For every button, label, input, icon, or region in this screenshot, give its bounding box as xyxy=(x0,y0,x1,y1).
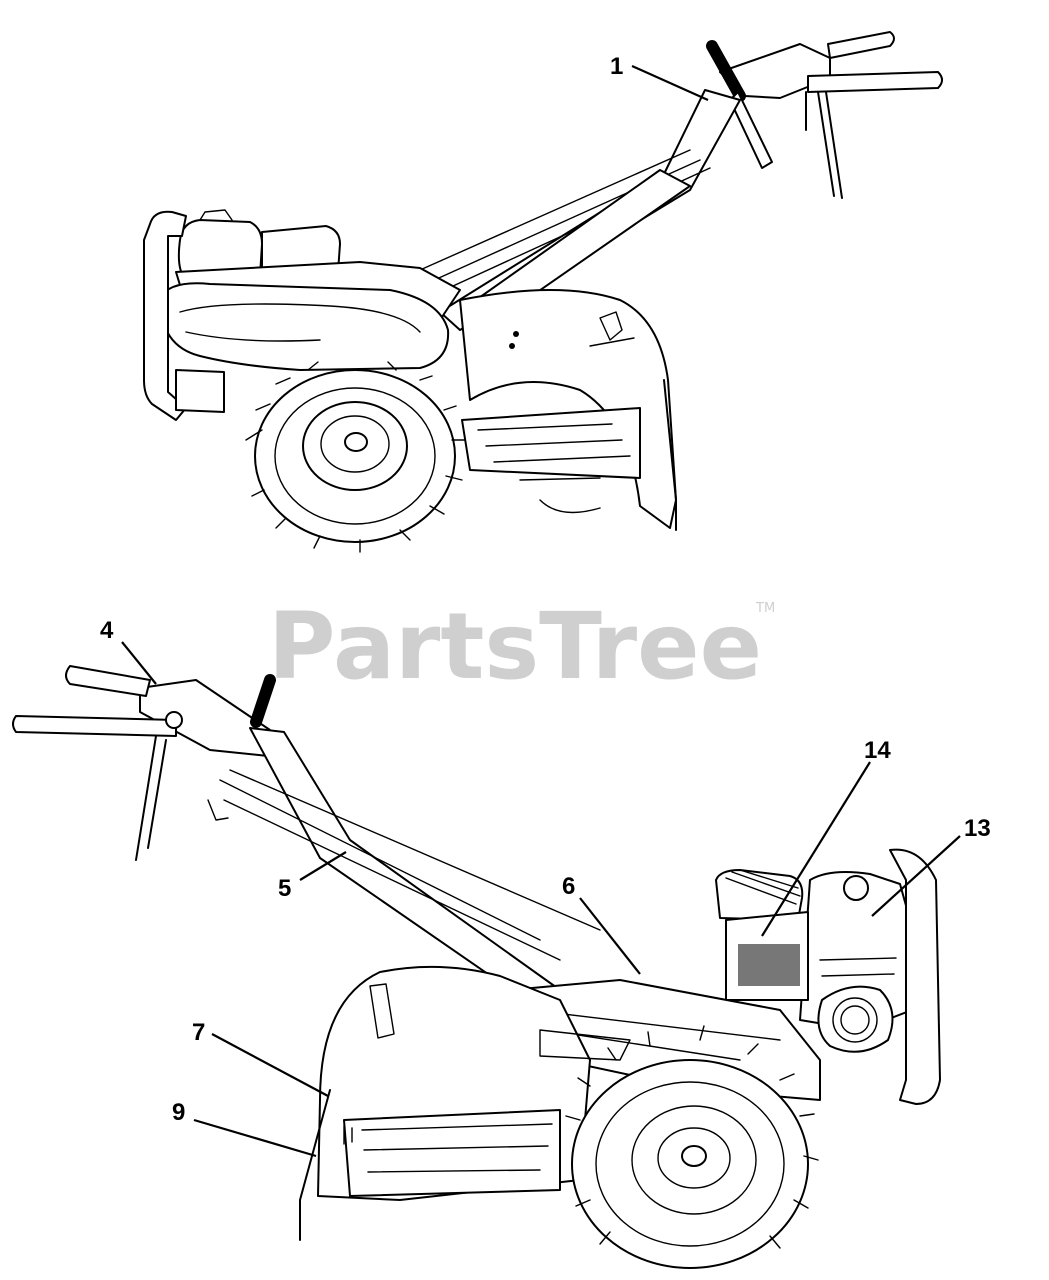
callout-13[interactable]: 13 xyxy=(871,815,991,917)
front-bumper-lower xyxy=(889,848,941,1105)
callout-9[interactable]: 9 xyxy=(172,1099,317,1158)
callout-6-leader xyxy=(579,897,641,975)
callout-7[interactable]: 7 xyxy=(192,1019,329,1097)
callout-5[interactable]: 5 xyxy=(278,851,347,902)
callout-13-label: 13 xyxy=(964,815,991,842)
tiller-top-drawing xyxy=(143,31,943,553)
engine-shroud xyxy=(799,871,913,1031)
callout-6-label: 6 xyxy=(562,873,575,900)
shift-knob xyxy=(706,40,746,102)
tine-hood xyxy=(459,289,677,529)
wheel-hub-lower xyxy=(681,1145,707,1167)
tine-shield-lower xyxy=(343,1109,561,1197)
callout-4-label: 4 xyxy=(100,617,114,644)
handlebar-crossbar-lower xyxy=(139,679,271,757)
wheel-hub xyxy=(344,432,368,452)
callout-5-leader xyxy=(299,851,347,881)
callout-1[interactable]: 1 xyxy=(610,53,709,102)
bumper-bracket xyxy=(175,369,225,413)
callout-6[interactable]: 6 xyxy=(562,873,641,975)
callout-14[interactable]: 14 xyxy=(761,737,891,937)
engine-air-cleaner-lower xyxy=(715,869,804,921)
watermark-trademark: TM xyxy=(755,601,775,616)
watermark-text: PartsTree xyxy=(268,593,762,700)
tiller-bottom-drawing xyxy=(12,665,941,1269)
handle-grip-lower xyxy=(807,71,943,93)
handle-grip-right xyxy=(12,715,177,737)
callout-5-label: 5 xyxy=(278,875,291,902)
callout-7-label: 7 xyxy=(192,1019,205,1046)
side-frame xyxy=(159,282,450,371)
watermark: PartsTree TM xyxy=(268,593,775,700)
callout-1-label: 1 xyxy=(610,53,623,80)
handle-grip-left xyxy=(65,665,151,697)
callouts: 1 4 5 6 7 9 13 14 xyxy=(100,53,991,1158)
callout-9-leader xyxy=(193,1118,317,1158)
callout-4[interactable]: 4 xyxy=(100,617,157,685)
callout-9-label: 9 xyxy=(172,1099,185,1126)
callout-14-leader xyxy=(761,761,871,937)
recoil-starter xyxy=(817,985,894,1053)
decal-label-area xyxy=(738,944,800,986)
shift-knob-lower xyxy=(250,674,276,728)
callout-14-label: 14 xyxy=(864,737,891,764)
handle-lever xyxy=(805,91,843,199)
callout-4-leader xyxy=(121,641,157,685)
callout-7-leader xyxy=(211,1033,329,1097)
callout-1-leader xyxy=(631,64,709,102)
engine-fuel-tank xyxy=(177,219,263,281)
callout-13-leader xyxy=(871,835,961,917)
handle-grip-upper xyxy=(827,31,895,59)
